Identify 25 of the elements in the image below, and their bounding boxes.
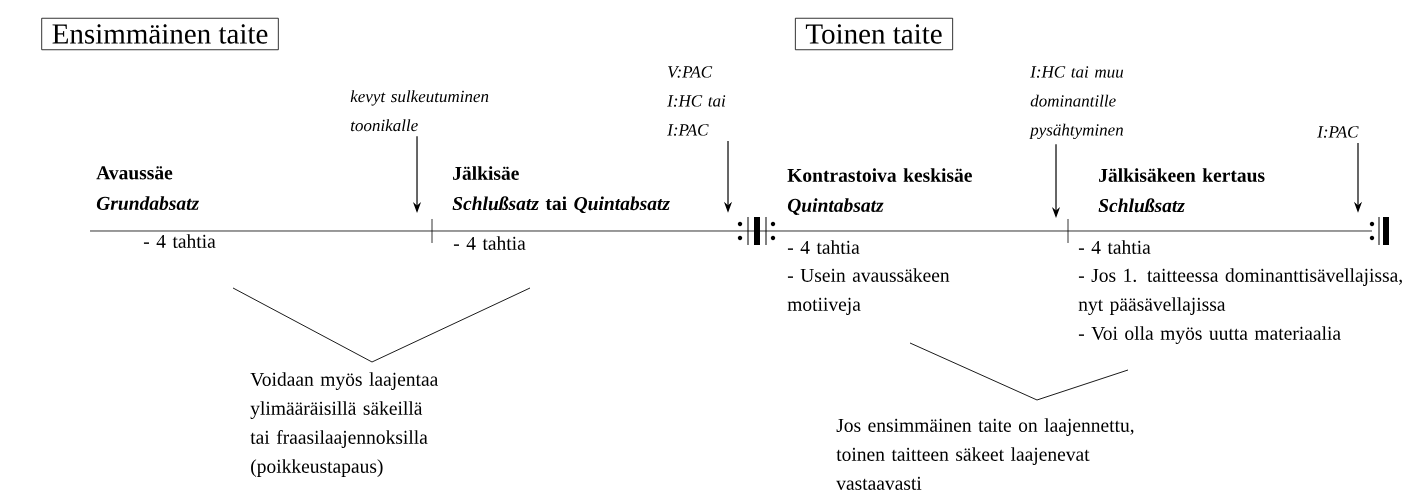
end-repeat-sign <box>1369 216 1389 246</box>
section-heading: Jälkisäkeen kertaus <box>1099 168 1265 182</box>
section-heading: Kontrastoiva keskisäe <box>787 168 972 182</box>
bar-count: - 4 tahtia <box>1078 240 1151 254</box>
section-subtitle: Quintabsatz <box>787 198 884 215</box>
bracket-note: Voidaan myös laajentaa ylimääräisillä säkeillä tai fraasilaajennoksilla (poikkeustapaus) <box>250 372 439 477</box>
cadence-note: kevyt sulkeutuminen toonikalle <box>350 90 489 132</box>
section-heading: Avaussäe <box>96 166 173 180</box>
section-note: - Jos 1. taitteessa dominanttisävellajissa, nyt pääsävellajissa <box>1078 268 1402 315</box>
bar-count: - 4 tahtia <box>143 234 216 248</box>
section-heading: Jälkisäe <box>453 166 519 180</box>
section-subtitle: Schlußsatz tai Quintabsatz <box>452 196 670 214</box>
repeat-sign <box>737 216 776 246</box>
section-subtitle: Grundabsatz <box>96 196 200 210</box>
title-box: Toinen taite <box>794 17 954 51</box>
section-subtitle: Schlußsatz <box>1098 198 1185 213</box>
bracket-note: Jos ensimmäinen taite on laajennettu, toinen taitteen säkeet laajenevat vastaavasti <box>836 418 1134 490</box>
section-note: - Usein avaussäkeen motiiveja <box>787 268 950 315</box>
cadence-note: I:PAC <box>1317 126 1359 138</box>
cadence-note: V:PAC I:HC tai I:PAC <box>667 66 726 136</box>
bar-count: - 4 tahtia <box>453 236 526 250</box>
title-box: Ensimmäinen taite <box>41 17 279 51</box>
section-note: - Voi olla myös uutta materiaalia <box>1078 326 1341 344</box>
cadence-note: I:HC tai muu dominantille pysähtyminen <box>1029 66 1124 140</box>
bar-count: - 4 tahtia <box>787 240 860 254</box>
